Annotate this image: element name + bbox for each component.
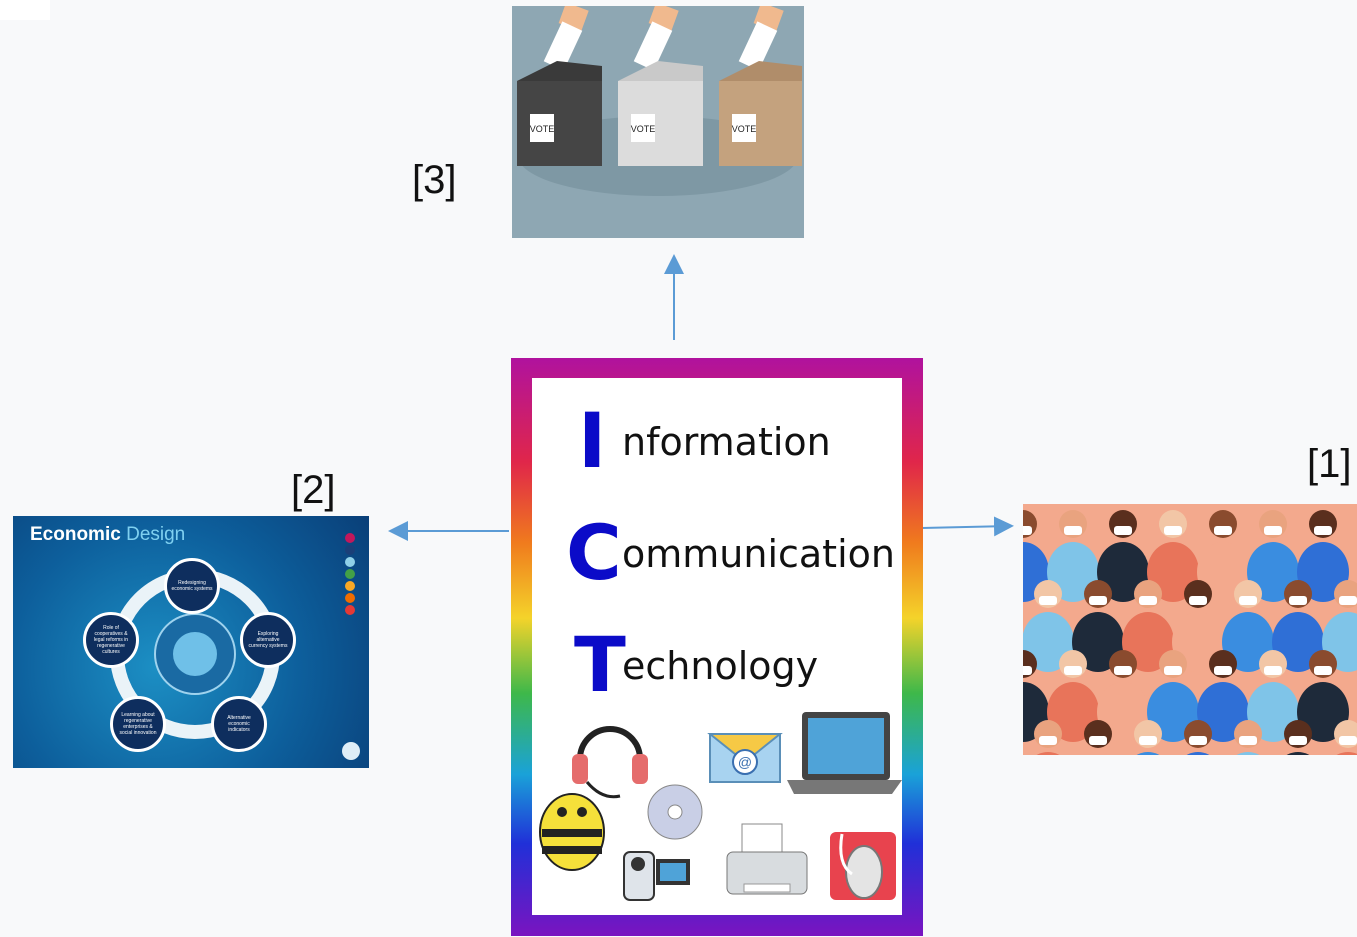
- vote-label: VOTE: [732, 124, 757, 134]
- economic-design-image: Economic Design Redesigning economic sys…: [13, 516, 369, 768]
- economic-design-title: Economic Design: [30, 524, 185, 546]
- cycle-node-2: Exploring alternative currency systems: [240, 612, 296, 668]
- svg-text:@: @: [738, 754, 752, 770]
- corner-mark: [0, 0, 50, 20]
- ict-word-communication: ommunication: [622, 532, 895, 576]
- ballot-boxes-icon: VOTE VOTE VOTE: [517, 6, 802, 196]
- vote-label: VOTE: [631, 124, 656, 134]
- reference-label-2: [2]: [291, 468, 336, 512]
- cycle-node-1: Redesigning economic systems: [164, 558, 220, 614]
- vote-label: VOTE: [530, 124, 555, 134]
- ict-initial-t: T: [574, 620, 626, 709]
- cycle-node-3: Alternative economic indicators: [211, 696, 267, 752]
- cycle-node-4: Learning about regenerative enterprises …: [110, 696, 166, 752]
- ict-poster: I nformation C ommunication T echnology …: [511, 358, 923, 936]
- robot-icon: [539, 793, 605, 871]
- ict-word-technology: echnology: [622, 644, 819, 688]
- ict-initial-c: C: [566, 508, 622, 597]
- reference-label-1: [1]: [1307, 442, 1352, 486]
- ict-poster-inner: I nformation C ommunication T echnology …: [532, 378, 902, 915]
- laptop-icon: [787, 712, 902, 794]
- printer-icon: [726, 823, 808, 895]
- crowd-image: [1023, 504, 1357, 755]
- arrow-right: [921, 516, 1014, 537]
- email-icon: @: [707, 733, 783, 783]
- ict-initial-i: I: [578, 396, 607, 485]
- masked-crowd-icon: [1023, 510, 1357, 755]
- ict-icons: @: [539, 712, 902, 901]
- camcorder-icon: [623, 851, 690, 901]
- mouse-icon: [830, 832, 896, 900]
- cd-icon: [647, 784, 703, 840]
- economic-design-title-bold: Economic: [30, 524, 121, 545]
- cycle-ring: [110, 533, 360, 760]
- economic-design-title-light: Design: [126, 524, 186, 545]
- headset-icon: [572, 726, 648, 799]
- reference-label-3: [3]: [412, 158, 457, 202]
- cycle-node-5: Role of cooperatives & legal reforms in …: [83, 612, 139, 668]
- ict-word-information: nformation: [622, 420, 831, 464]
- voting-image: VOTE VOTE VOTE: [512, 6, 804, 238]
